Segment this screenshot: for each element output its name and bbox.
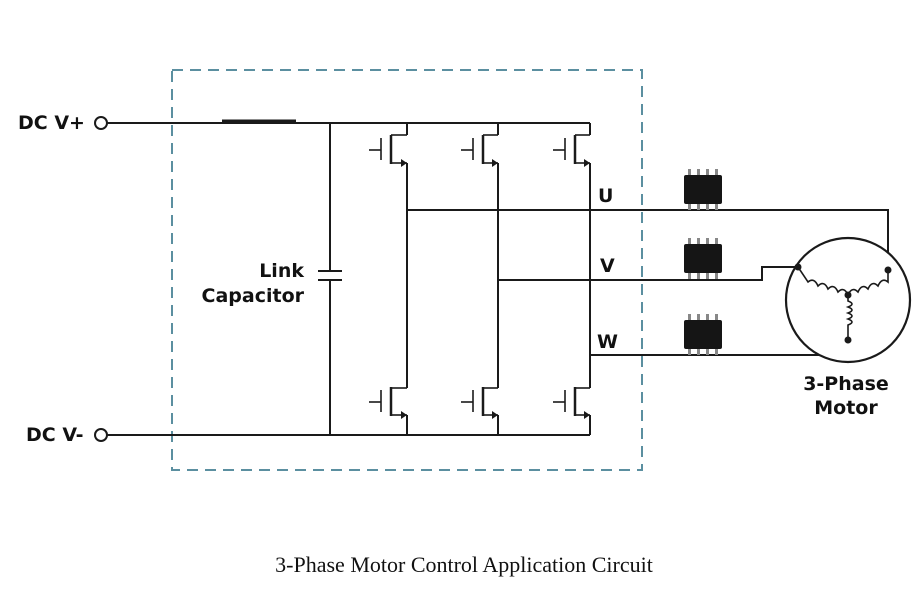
phase-u-label: U	[598, 185, 613, 207]
phase-u-wire	[407, 209, 889, 270]
current-sensor-w	[684, 314, 722, 355]
mosfet-low-v	[461, 387, 499, 435]
capacitor-label-line1: Link	[259, 260, 304, 282]
current-sensor-v	[684, 238, 722, 279]
mosfet-high-v	[461, 123, 499, 167]
mosfet-low-u	[369, 387, 408, 435]
motor-symbol	[784, 236, 912, 364]
mosfet-low-w	[553, 387, 591, 435]
mosfet-high-u	[369, 123, 408, 167]
current-sensor-u	[684, 169, 722, 210]
dc-positive-rail	[94, 116, 590, 130]
phase-v-wire	[498, 266, 798, 281]
motor-label-line1: 3-Phase	[803, 373, 889, 395]
capacitor-label-line2: Capacitor	[202, 285, 305, 307]
mosfet-high-w	[553, 123, 591, 167]
figure-caption: 3-Phase Motor Control Application Circui…	[275, 552, 653, 577]
phase-v-label: V	[600, 255, 615, 277]
motor-label-line2: Motor	[814, 397, 878, 419]
dc-negative-rail	[94, 428, 590, 442]
dc-positive-label: DC V+	[18, 112, 85, 134]
phase-w-label: W	[597, 331, 618, 353]
link-capacitor	[318, 123, 342, 435]
inverter-boundary	[171, 69, 643, 471]
dc-negative-label: DC V-	[26, 424, 84, 446]
